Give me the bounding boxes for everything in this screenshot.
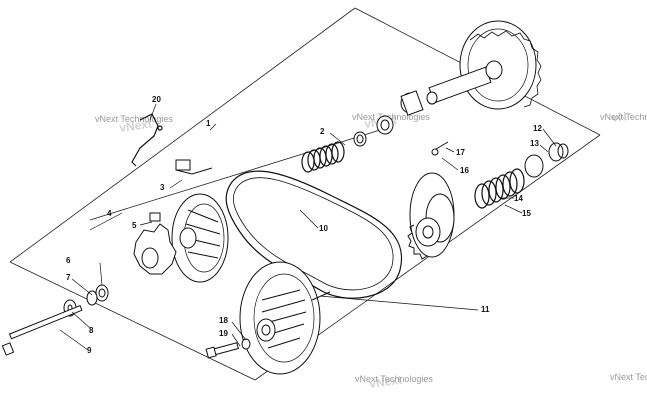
- callout-9: 9: [87, 346, 92, 355]
- drive-movable-sheave: [171, 193, 229, 283]
- watermark-5: vNext Technologies: [610, 372, 647, 382]
- svg-text:vNext: vNext: [118, 117, 152, 135]
- weight-piece: [175, 159, 213, 175]
- callout-16: 16: [460, 166, 469, 175]
- callout-1: 1: [206, 119, 211, 128]
- watermark-4: vNext Technologies: [355, 374, 433, 384]
- movable-sheave: [407, 172, 455, 260]
- spring-lower: [474, 168, 525, 209]
- bolt-19: [205, 338, 251, 359]
- bushing-parts: [353, 90, 424, 147]
- callout-10: 10: [319, 224, 328, 233]
- small-fasteners: [431, 141, 449, 156]
- watermark-3: vNext Technologies: [600, 112, 647, 122]
- callout-18: 18: [219, 316, 228, 325]
- callout-19: 19: [219, 329, 228, 338]
- snap-rings: [524, 142, 569, 178]
- callout-11: 11: [481, 305, 490, 314]
- callout-7: 7: [66, 273, 71, 282]
- callout-13: 13: [530, 139, 539, 148]
- watermark-group: vNext vNext Technologies vNext vNext Tec…: [95, 109, 647, 391]
- watermark-1: vNext Technologies: [95, 114, 173, 124]
- callout-3: 3: [160, 183, 165, 192]
- svg-text:vNext: vNext: [368, 373, 402, 391]
- callout-20: 20: [152, 95, 161, 104]
- spring-upper: [301, 141, 345, 173]
- callout-4: 4: [107, 209, 112, 218]
- callout-6: 6: [66, 256, 71, 265]
- callout-2: 2: [320, 127, 325, 136]
- callout-8: 8: [89, 326, 94, 335]
- callout-15: 15: [522, 209, 531, 218]
- long-bolt: [1, 304, 83, 356]
- callout-14: 14: [514, 194, 523, 203]
- drive-belt: [225, 170, 403, 299]
- callout-12: 12: [533, 124, 542, 133]
- watermark-2: vNext Technologies: [352, 112, 430, 122]
- callout-labels: 20 1 2 3 4 5 6 7 8 9 10 11 12 13 14 15 1…: [66, 95, 542, 355]
- callout-5: 5: [132, 221, 137, 230]
- callout-17: 17: [456, 148, 465, 157]
- svg-text:vN: vN: [610, 109, 627, 125]
- leader-lines: [59, 103, 557, 351]
- fixed-sheave: [239, 261, 331, 375]
- spider-cover: [133, 212, 177, 275]
- driven-clutch: [426, 20, 542, 110]
